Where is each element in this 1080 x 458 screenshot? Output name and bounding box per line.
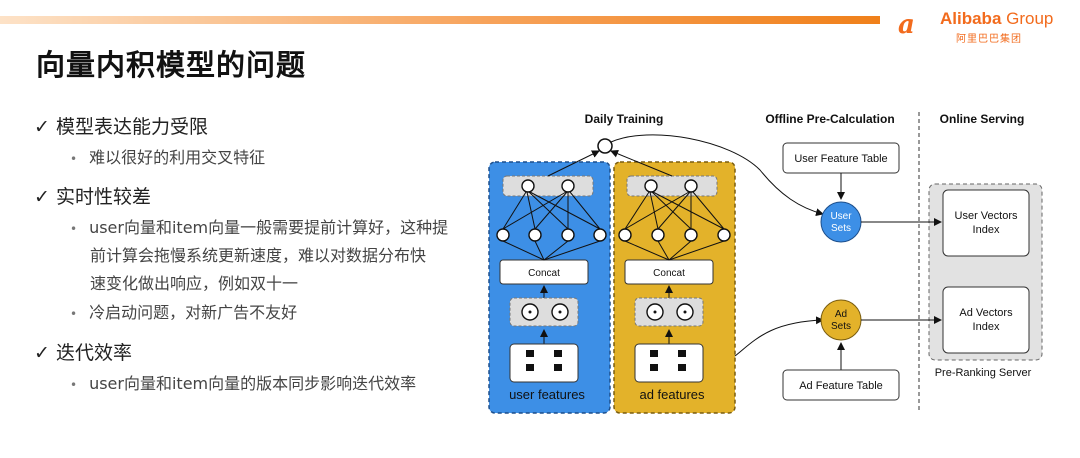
sub-bullet-text: 难以很好的利用交叉特征	[89, 148, 266, 167]
sub-bullet-2-2: • 冷启动问题，对新广告不友好	[70, 298, 297, 329]
header-accent-bar	[0, 16, 880, 24]
user-vectors-index-label-2: Index	[973, 224, 1000, 236]
user-sets-node	[820, 201, 862, 243]
ad-feature-box	[634, 343, 704, 383]
pre-ranking-server-label: Pre-Ranking Server	[935, 367, 1032, 379]
output-node	[597, 138, 613, 154]
user-concat-label: Concat	[528, 268, 560, 279]
ad-sets-label-2: Sets	[831, 321, 851, 332]
sub-bullet-2-1-line2: 前计算会拖慢系统更新速度，难以对数据分布快	[90, 246, 427, 265]
user-features-label: user features	[509, 387, 585, 402]
bullet-3: ✓ 迭代效率	[34, 342, 132, 364]
user-feature-table-label: User Feature Table	[794, 153, 887, 165]
user-sets-label-1: User	[830, 211, 852, 222]
user-hidden-node	[528, 228, 542, 242]
user-hidden-node	[561, 228, 575, 242]
ad-vectors-index-label-1: Ad Vectors	[959, 307, 1013, 319]
bullet-2: ✓ 实时性较差	[34, 186, 151, 208]
ad-output-group	[626, 175, 718, 197]
bullet-dot-icon: •	[70, 152, 78, 166]
ad-tower-to-sets-arrow	[734, 316, 824, 357]
ad-vectors-index-box	[942, 286, 1030, 354]
sub-bullet-3-1: • user向量和item向量的版本同步影响迭代效率	[70, 369, 416, 400]
ad-hidden-node	[717, 228, 731, 242]
alibaba-logo-mark-icon: a	[898, 10, 915, 40]
logo-text: Alibaba Group	[940, 9, 1053, 29]
logo-brand: Alibaba	[940, 9, 1002, 28]
sub-bullet-2-1-line3: 速变化做出响应，例如双十一	[90, 274, 299, 293]
user-tower-to-sets-arrow	[610, 134, 824, 217]
ad-features-label: ad features	[639, 387, 705, 402]
section-daily-training: Daily Training	[585, 112, 664, 126]
user-feature-box	[509, 343, 579, 383]
sub-bullet-2-1: • user向量和item向量一般需要提前计算好，这种提	[70, 213, 448, 244]
sub-bullet-text: user向量和item向量一般需要提前计算好，这种提	[89, 218, 449, 237]
user-vectors-index-label-1: User Vectors	[955, 210, 1018, 222]
user-output-node	[561, 179, 575, 193]
alibaba-group-logo: a Alibaba Group 阿里巴巴集团	[898, 8, 1073, 45]
section-offline: Offline Pre-Calculation	[765, 112, 894, 126]
user-tower: Concat user features	[488, 161, 611, 414]
logo-chinese: 阿里巴巴集团	[956, 34, 1022, 45]
ad-sets-label-1: Ad	[835, 309, 847, 320]
ad-concat-label: Concat	[653, 268, 685, 279]
bullet-dot-icon: •	[70, 222, 78, 236]
user-feature-embedding-icon	[526, 350, 562, 371]
sub-bullet-1-1: • 难以很好的利用交叉特征	[70, 143, 265, 174]
section-online: Online Serving	[940, 112, 1025, 126]
ad-feature-embedding-icon	[650, 350, 686, 371]
ad-hidden-node	[651, 228, 665, 242]
ad-vectors-index-label-2: Index	[973, 321, 1000, 333]
ad-output-node	[684, 179, 698, 193]
slide-title: 向量内积模型的问题	[36, 48, 307, 82]
bullet-1: ✓ 模型表达能力受限	[34, 116, 208, 138]
user-sets-label-2: Sets	[831, 223, 851, 234]
sub-bullet-text: 冷启动问题，对新广告不友好	[89, 303, 298, 322]
ad-hidden-node	[684, 228, 698, 242]
user-vectors-index-box	[942, 189, 1030, 257]
ad-feature-table-box	[782, 369, 900, 401]
ad-hidden-node	[618, 228, 632, 242]
ad-feature-table-label: Ad Feature Table	[799, 380, 883, 392]
bullet-dot-icon: •	[70, 378, 78, 392]
user-output-group	[502, 175, 594, 197]
user-output-node	[521, 179, 535, 193]
ad-tower: Concat ad features	[613, 161, 736, 414]
sub-bullet-text: user向量和item向量的版本同步影响迭代效率	[89, 374, 417, 393]
bullet-dot-icon: •	[70, 307, 78, 321]
ad-sets-node	[820, 299, 862, 341]
logo-group: Group	[1006, 9, 1054, 28]
user-hidden-node	[496, 228, 510, 242]
user-hidden-node	[593, 228, 607, 242]
ad-output-node	[644, 179, 658, 193]
